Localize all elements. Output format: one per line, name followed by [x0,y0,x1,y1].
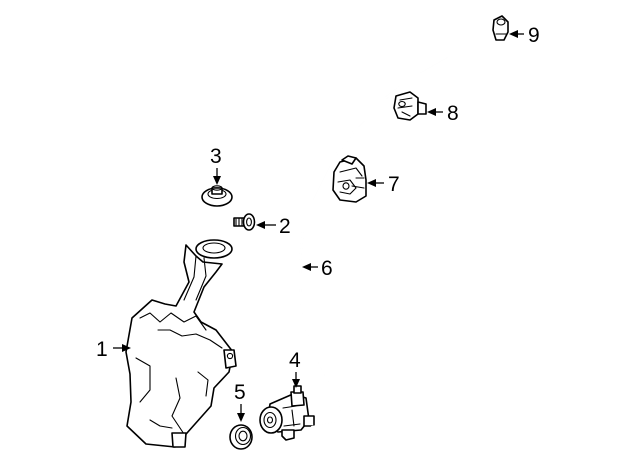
part-4-washer-pump [259,385,315,441]
callout-5: 5 [234,381,246,404]
part-3-cap [201,185,233,207]
callout-1: 1 [96,338,108,361]
part-8-connector [393,91,427,121]
callout-2: 2 [279,215,291,238]
callout-9: 9 [528,24,540,47]
callout-6: 6 [321,257,333,280]
callout-3: 3 [210,145,222,168]
part-9-washer-nozzle [492,15,509,41]
callout-7: 7 [388,173,400,196]
part-2-fitting [233,213,256,231]
part-1-washer-reservoir [125,239,237,448]
callout-4: 4 [289,349,301,372]
part-5-pump-grommet [229,424,253,450]
callout-8: 8 [447,102,459,125]
part-7-connector [332,155,367,203]
callout-labels: 1 2 3 4 5 6 7 8 9 [96,24,540,404]
part-6-washer-hose [298,33,496,429]
leader-lines [113,30,524,422]
